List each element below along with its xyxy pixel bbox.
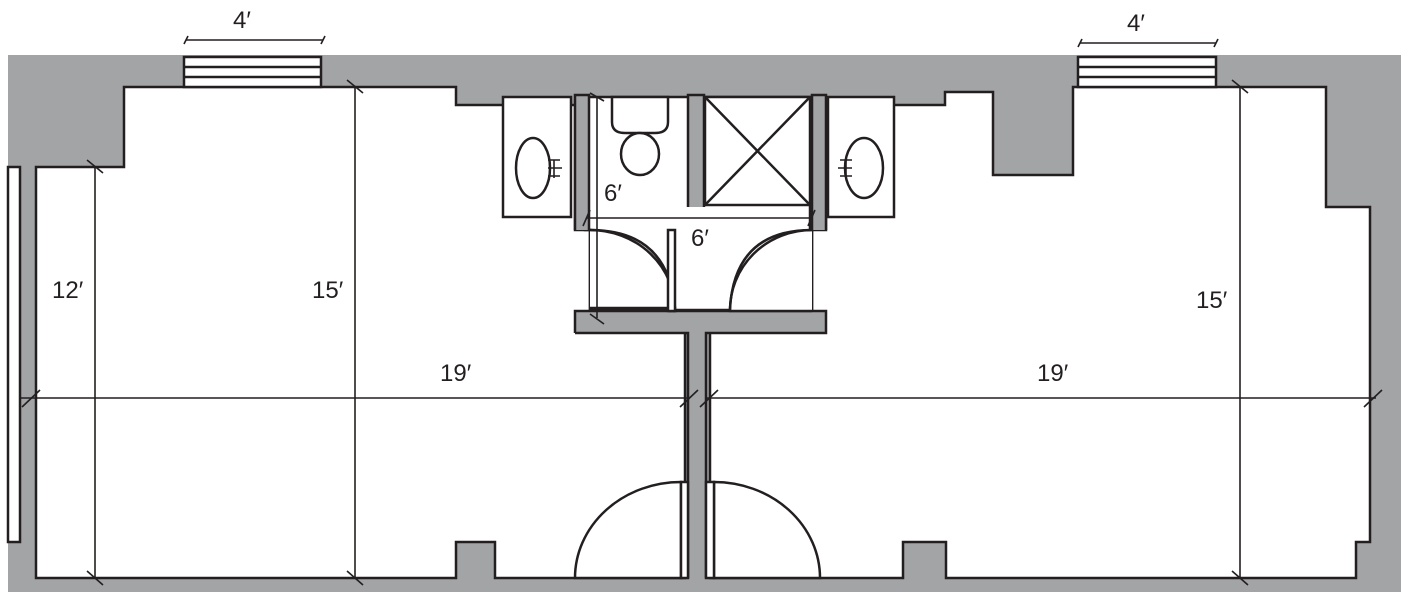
dimension-right-depth: 15′: [1196, 79, 1249, 586]
shower-x-icon: [704, 96, 811, 206]
window-right: [1076, 55, 1218, 89]
dimension-bath-toilet: 6′: [589, 92, 622, 325]
toilet-bowl: [619, 131, 661, 177]
dimension-left-width: 19′: [20, 360, 699, 408]
window-left: [182, 55, 323, 89]
dimension-left-alcove: 12′: [52, 159, 104, 586]
entry-door-left[interactable]: [573, 480, 683, 580]
dimension-bath-toilet-label: 6′: [604, 180, 622, 207]
dimension-left-alcove-label: 12′: [52, 277, 84, 304]
dimension-left-depth: 15′: [312, 79, 364, 586]
left-closet-strip: [6, 165, 22, 544]
right-faucet-icon: [838, 159, 852, 178]
left-faucet-icon: [548, 159, 562, 178]
entry-door-right-leaf: [704, 480, 716, 580]
dimension-right-width: 19′: [699, 360, 1383, 408]
entry-door-left-leaf: [679, 480, 690, 580]
dimension-bath-width: 6′: [582, 209, 816, 252]
bath-door-right-swing: [728, 228, 813, 312]
dimension-window-right-label: 4′: [1127, 10, 1145, 37]
dimension-left-width-label: 19′: [440, 360, 472, 387]
dimension-left-depth-label: 15′: [312, 277, 344, 304]
bath-wall-left: [575, 95, 589, 230]
dimension-window-left-label: 4′: [233, 7, 251, 34]
bath-door-left-leaf: [666, 228, 677, 313]
bath-wall-bottom: [575, 311, 826, 333]
dimension-window-left: 4′: [183, 7, 326, 45]
center-partition: [688, 333, 706, 592]
dimension-bath-width-label: 6′: [691, 225, 709, 252]
bath-wall-outlines: [573, 93, 828, 578]
dimension-window-right: 4′: [1077, 10, 1219, 48]
toilet-tank: [610, 95, 670, 135]
entry-door-right[interactable]: [712, 480, 822, 580]
left-sink: [514, 136, 552, 200]
bath-wall-right: [812, 95, 826, 230]
bath-wall-mid: [688, 95, 704, 207]
dimension-right-depth-label: 15′: [1196, 287, 1228, 314]
dimension-right-width-label: 19′: [1037, 360, 1069, 387]
